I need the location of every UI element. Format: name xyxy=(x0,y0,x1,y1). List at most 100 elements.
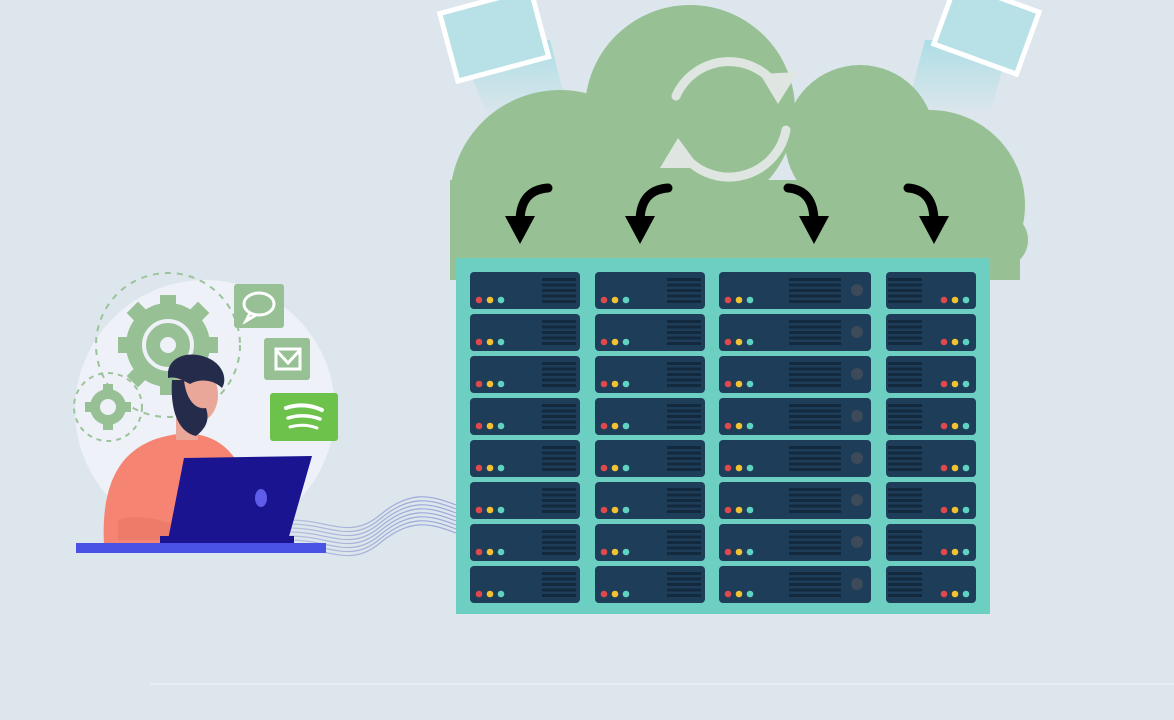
status-led xyxy=(724,422,732,430)
status-led xyxy=(940,548,948,556)
status-led xyxy=(962,548,970,556)
status-led xyxy=(475,380,483,388)
status-led xyxy=(600,548,608,556)
status-led xyxy=(600,380,608,388)
mail-icon xyxy=(264,338,310,380)
status-led xyxy=(962,380,970,388)
power-knob xyxy=(851,368,863,380)
status-led xyxy=(600,296,608,304)
curved-arrow-down-right-icon xyxy=(783,183,829,244)
status-led xyxy=(724,380,732,388)
status-led xyxy=(475,506,483,514)
status-led xyxy=(951,296,959,304)
status-led xyxy=(962,338,970,346)
power-knob xyxy=(851,536,863,548)
status-led xyxy=(735,338,743,346)
status-led xyxy=(611,338,619,346)
floating-screen-right xyxy=(905,0,1043,115)
server-unit xyxy=(719,440,871,477)
curved-arrow-down-left-icon xyxy=(625,183,673,244)
status-led xyxy=(622,590,630,598)
status-led xyxy=(951,506,959,514)
status-led xyxy=(951,548,959,556)
server-unit xyxy=(595,440,705,477)
status-led xyxy=(622,380,630,388)
status-led xyxy=(600,464,608,472)
status-led xyxy=(735,590,743,598)
status-led xyxy=(724,464,732,472)
server-unit xyxy=(719,566,871,603)
status-led xyxy=(735,422,743,430)
server-unit xyxy=(886,314,976,351)
server-unit xyxy=(470,566,580,603)
small-gear-icon xyxy=(73,372,143,442)
sync-icon xyxy=(660,57,798,182)
power-knob xyxy=(851,326,863,338)
status-led xyxy=(497,506,505,514)
status-led xyxy=(475,338,483,346)
power-knob xyxy=(851,452,863,464)
server-unit xyxy=(595,398,705,435)
status-led xyxy=(497,422,505,430)
status-led xyxy=(475,464,483,472)
status-led xyxy=(497,296,505,304)
server-unit xyxy=(470,272,580,309)
status-led xyxy=(497,590,505,598)
server-unit xyxy=(886,524,976,561)
status-led xyxy=(962,422,970,430)
status-led xyxy=(497,338,505,346)
status-led xyxy=(622,296,630,304)
power-knob xyxy=(851,494,863,506)
server-unit xyxy=(719,314,871,351)
status-led xyxy=(600,338,608,346)
server-unit xyxy=(470,398,580,435)
curved-arrow-down-left-icon xyxy=(505,183,553,244)
person-illustration xyxy=(73,272,338,553)
status-led xyxy=(735,380,743,388)
curved-arrow-down-right-icon xyxy=(903,183,949,244)
server-unit xyxy=(886,356,976,393)
status-led xyxy=(735,464,743,472)
status-led xyxy=(497,380,505,388)
server-unit xyxy=(595,482,705,519)
status-led xyxy=(622,506,630,514)
status-led xyxy=(951,422,959,430)
music-icon xyxy=(270,393,338,441)
server-unit xyxy=(470,440,580,477)
status-led xyxy=(600,506,608,514)
status-led xyxy=(951,590,959,598)
server-unit xyxy=(886,440,976,477)
status-led xyxy=(600,422,608,430)
server-unit xyxy=(719,272,871,309)
status-led xyxy=(940,380,948,388)
status-led xyxy=(486,422,494,430)
status-led xyxy=(611,380,619,388)
status-led xyxy=(475,548,483,556)
status-led xyxy=(611,506,619,514)
status-led xyxy=(735,506,743,514)
status-led xyxy=(951,464,959,472)
server-unit xyxy=(595,524,705,561)
server-unit xyxy=(470,482,580,519)
status-led xyxy=(600,590,608,598)
server-unit xyxy=(470,356,580,393)
power-knob xyxy=(851,410,863,422)
server-unit xyxy=(470,314,580,351)
chat-bubble-icon xyxy=(234,284,284,328)
status-led xyxy=(611,296,619,304)
status-led xyxy=(611,422,619,430)
status-led xyxy=(486,380,494,388)
status-led xyxy=(746,338,754,346)
status-led xyxy=(486,590,494,598)
power-knob xyxy=(851,284,863,296)
status-led xyxy=(497,548,505,556)
status-led xyxy=(475,590,483,598)
server-unit xyxy=(595,314,705,351)
status-led xyxy=(940,506,948,514)
status-led xyxy=(724,338,732,346)
status-led xyxy=(746,296,754,304)
server-unit xyxy=(886,272,976,309)
status-led xyxy=(724,296,732,304)
